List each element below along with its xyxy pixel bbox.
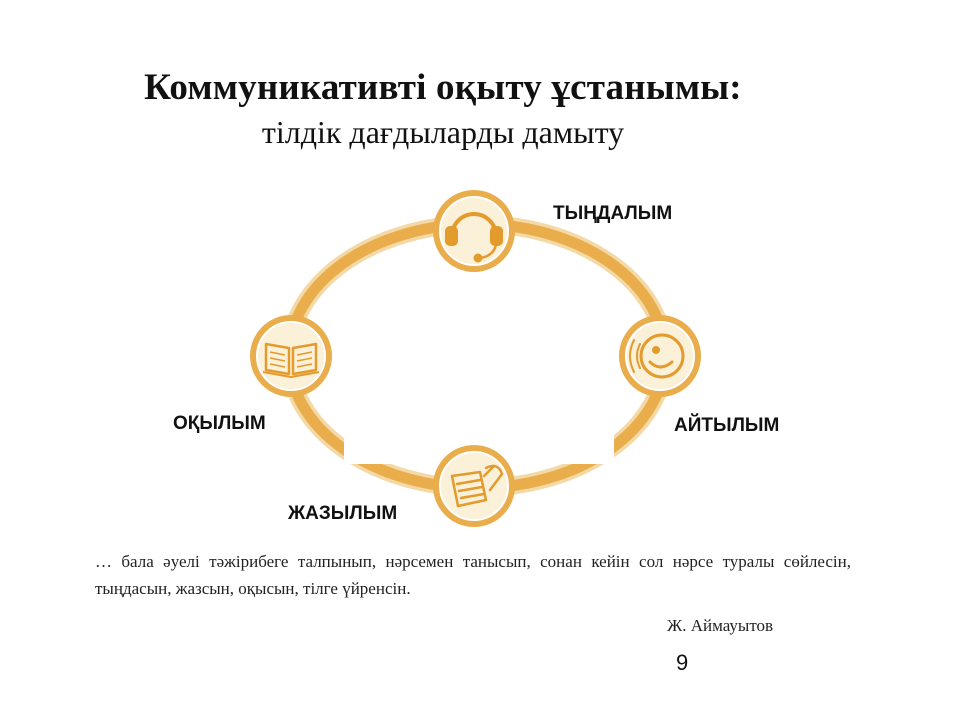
slide-title: Коммуникативті оқыту ұстанымы: xyxy=(144,67,742,108)
label-writing: ЖАЗЫЛЫМ xyxy=(288,503,398,524)
page-number: 9 xyxy=(676,650,689,675)
speaking-node xyxy=(619,315,701,397)
label-reading: ОҚЫЛЫМ xyxy=(173,413,266,434)
label-listening: ТЫҢДАЛЫМ xyxy=(553,203,673,224)
writing-node xyxy=(433,445,515,527)
headphones-icon xyxy=(445,212,503,263)
listening-node xyxy=(433,190,515,272)
open-book-icon xyxy=(262,342,320,378)
quill-paper-icon xyxy=(450,464,504,508)
slide-subtitle: тілдік дағдыларды дамыту xyxy=(261,114,625,150)
quote-author: Ж. Аймауытов xyxy=(667,616,774,635)
quote-text: … бала әуелі тәжірибеге талпынып, нәрсем… xyxy=(95,552,851,598)
speaking-face-icon xyxy=(629,333,685,379)
center-blank-panel xyxy=(344,294,614,464)
label-speaking: АЙТЫЛЫМ xyxy=(674,415,780,436)
reading-node xyxy=(250,315,332,397)
